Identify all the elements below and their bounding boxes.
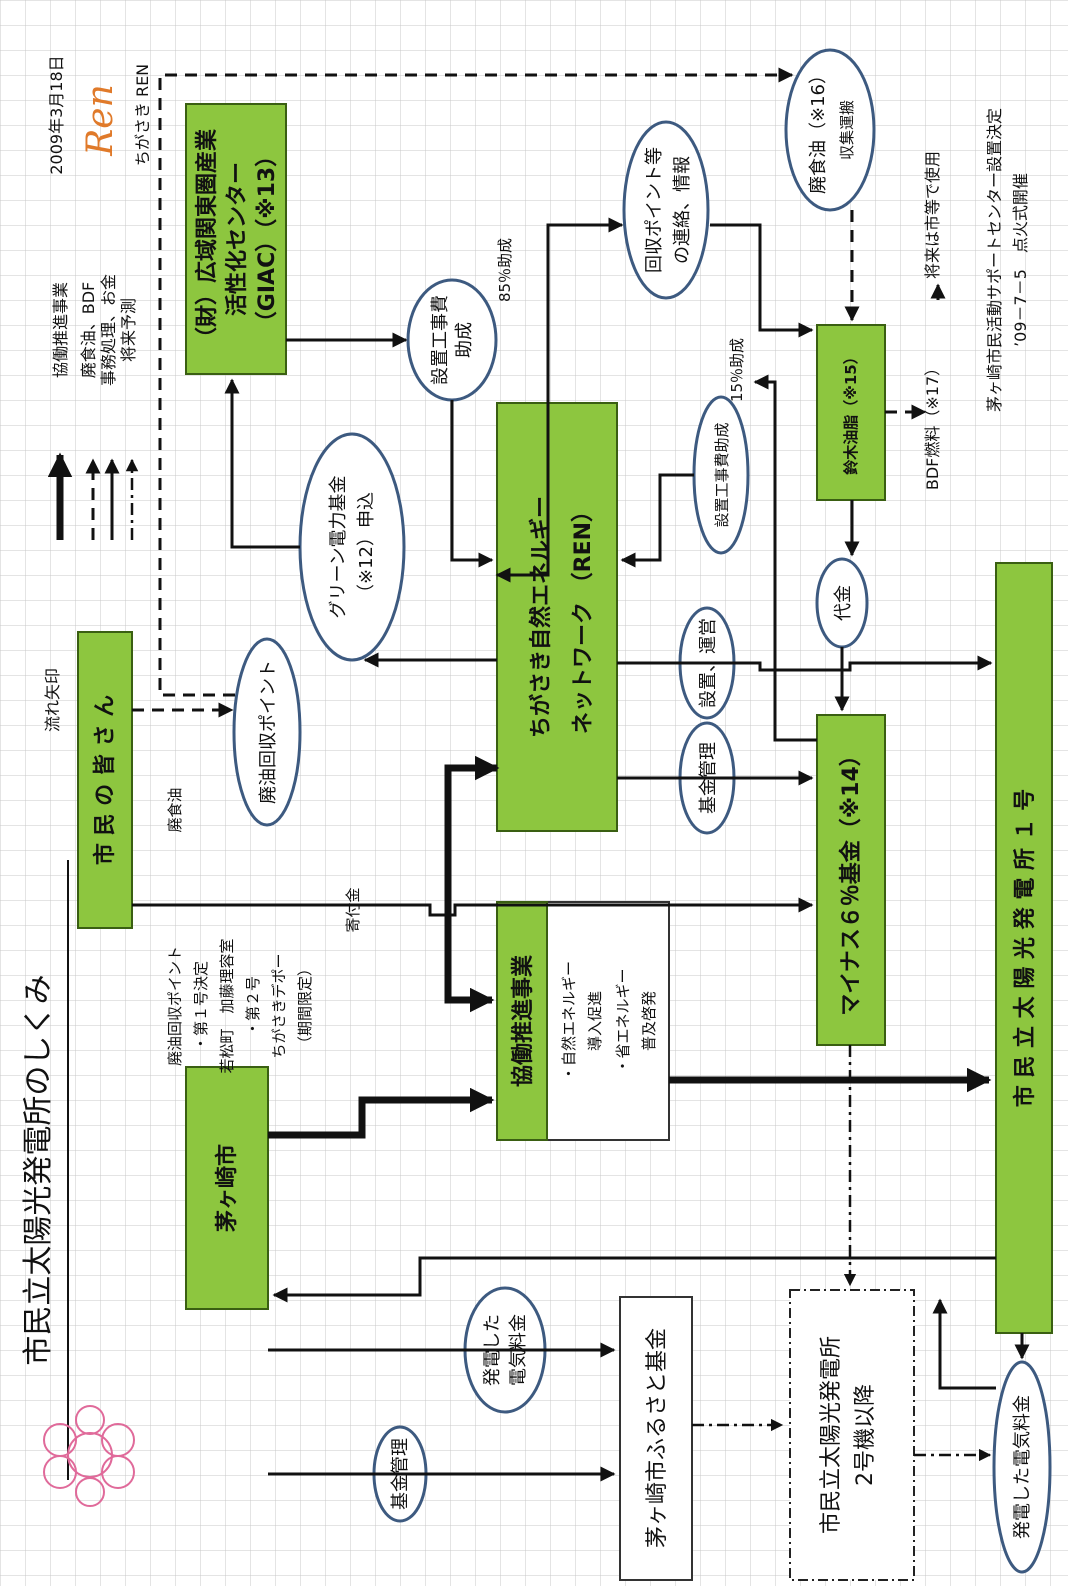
oval-hatsuden-ryokin-2: 発電した電気料金 [994, 1362, 1050, 1572]
haiyu-note-title: 廃油回収ポイント [166, 946, 184, 1066]
label-josei-15: 15％助成 [728, 338, 746, 402]
setchi-line-1: 設置工事費 [430, 295, 451, 385]
oval-setchi-hi: 設置工事費 助成 [408, 280, 496, 400]
kyodo-sub-2: 導入促進 [586, 991, 604, 1051]
oval-haiyu-point-label: 廃油回収ポイント [258, 660, 279, 804]
haiyu-note-4: ちがさきデポー [270, 953, 288, 1058]
haishokuyu-line-2: 収集運搬 [838, 100, 856, 160]
giac-line-1: （財）広域関東圏産業 [194, 128, 220, 349]
kyodo-sub-4: 普及啓発 [640, 991, 658, 1051]
suzuki-yushi-box: 鈴木油脂（※15） [817, 325, 885, 500]
kyodo-sub-1: ・自然エネルギー [560, 961, 578, 1081]
oval-green-fund: グリーン電力基金 （※12）申込 [300, 434, 404, 660]
kaishu-line-1: 回収ポイント等 [644, 147, 665, 273]
label-bdf: BDF燃料（※17） [923, 360, 942, 490]
legend-header: 流れ矢印 [43, 668, 62, 732]
haiyu-note-3: ・第２号 [244, 976, 262, 1036]
org-name: ちがさき REN [133, 64, 152, 166]
legend-item-2: 廃食油、BDF [79, 282, 98, 379]
oval-haiyu-point: 廃油回収ポイント [234, 639, 300, 825]
ren-line-1: ちがさき自然エネルギー [528, 496, 554, 738]
giac-line-3: （GIAC）（※13） [255, 145, 280, 333]
citizens-label: 市 民 の 皆 さ ん [92, 695, 118, 865]
chigasaki-city-box: 茅ヶ崎市 [186, 1067, 268, 1309]
page-title: 市民立太陽光発電所のしくみ [21, 974, 56, 1365]
haishokuyu-line-1: 廃食油（※16） [808, 66, 829, 194]
oval-haishokuyu: 廃食油（※16） 収集運搬 [786, 50, 874, 210]
giac-box: （財）広域関東圏産業 活性化センター （GIAC）（※13） [186, 104, 286, 374]
plant2-line-1: 市民立太陽光発電所 [819, 1336, 844, 1534]
plant1-box: 市 民 立 太 陽 光 発 電 所 １ 号 [996, 563, 1052, 1333]
haiyu-note-5: （期間限定） [296, 961, 314, 1051]
label-josei-85: 85％助成 [496, 238, 514, 302]
logo-wordmark: Ren [80, 84, 121, 157]
setchi-josei-label: 設置工事費助成 [713, 422, 731, 527]
daikin-label: 代金 [833, 585, 854, 621]
footer-line-2: ’09－7－5 点火式開催 [1011, 173, 1030, 347]
haiyu-note-1: ・第１号決定 [192, 961, 210, 1051]
suzuki-label: 鈴木油脂（※15） [842, 349, 860, 474]
label-haishokuyu: 廃食油 [166, 787, 184, 832]
plant2-box: 市民立太陽光発電所 2号機以降 [790, 1290, 914, 1580]
legend-item-4: 将来予測 [119, 298, 138, 362]
hatsuden-2-label: 発電した電気料金 [1012, 1395, 1033, 1539]
legend-item-3: 事務処理、お金 [99, 274, 118, 386]
haiyu-note-2: 若松町 加藤理容室 [218, 938, 236, 1073]
furusato-fund-box: 茅ヶ崎市ふるさと基金 [620, 1297, 692, 1580]
green-fund-line-1: グリーン電力基金 [328, 475, 349, 618]
label-future: 将来は市等で使用 [923, 151, 942, 279]
setchi-line-2: 助成 [454, 322, 475, 358]
citizens-box: 市 民 の 皆 さ ん [78, 632, 132, 928]
furusato-label: 茅ヶ崎市ふるさと基金 [645, 1328, 670, 1548]
date-text: 2009年3月18日 [47, 55, 66, 174]
chigasaki-city-label: 茅ヶ崎市 [214, 1144, 240, 1232]
minus6-fund-box: マイナス６％基金（※14） [817, 715, 885, 1045]
legend-item-1: 協働推進事業 [51, 282, 70, 378]
minus6-label: マイナス６％基金（※14） [838, 744, 864, 1016]
kyodo-title: 協働推進事業 [510, 954, 536, 1087]
oval-kaishu-info: 回収ポイント等 の連絡、情報 [624, 122, 708, 298]
footer-line-1: 茅ヶ崎市民活動サポートセンター設置決定 [985, 108, 1004, 412]
oval-daikin: 代金 [817, 559, 867, 647]
kaishu-line-2: の連絡、情報 [672, 156, 693, 264]
kyodo-suishin-box: 協働推進事業 ・自然エネルギー 導入促進 ・省エネルギー 普及啓発 [497, 902, 669, 1140]
oval-setchi-josei: 設置工事費助成 [694, 397, 748, 553]
label-kifukin: 寄付金 [344, 887, 362, 932]
green-fund-line-2: （※12）申込 [356, 492, 377, 602]
giac-line-2: 活性化センター [224, 162, 250, 316]
plant2-line-2: 2号機以降 [853, 1384, 878, 1486]
ren-line-2: ネットワーク （REN） [571, 500, 596, 734]
ren-network-box: ちがさき自然エネルギー ネットワーク （REN） [497, 403, 617, 831]
kyodo-sub-3: ・省エネルギー [614, 968, 632, 1073]
plant1-label: 市 民 立 太 陽 光 発 電 所 １ 号 [1012, 789, 1038, 1108]
